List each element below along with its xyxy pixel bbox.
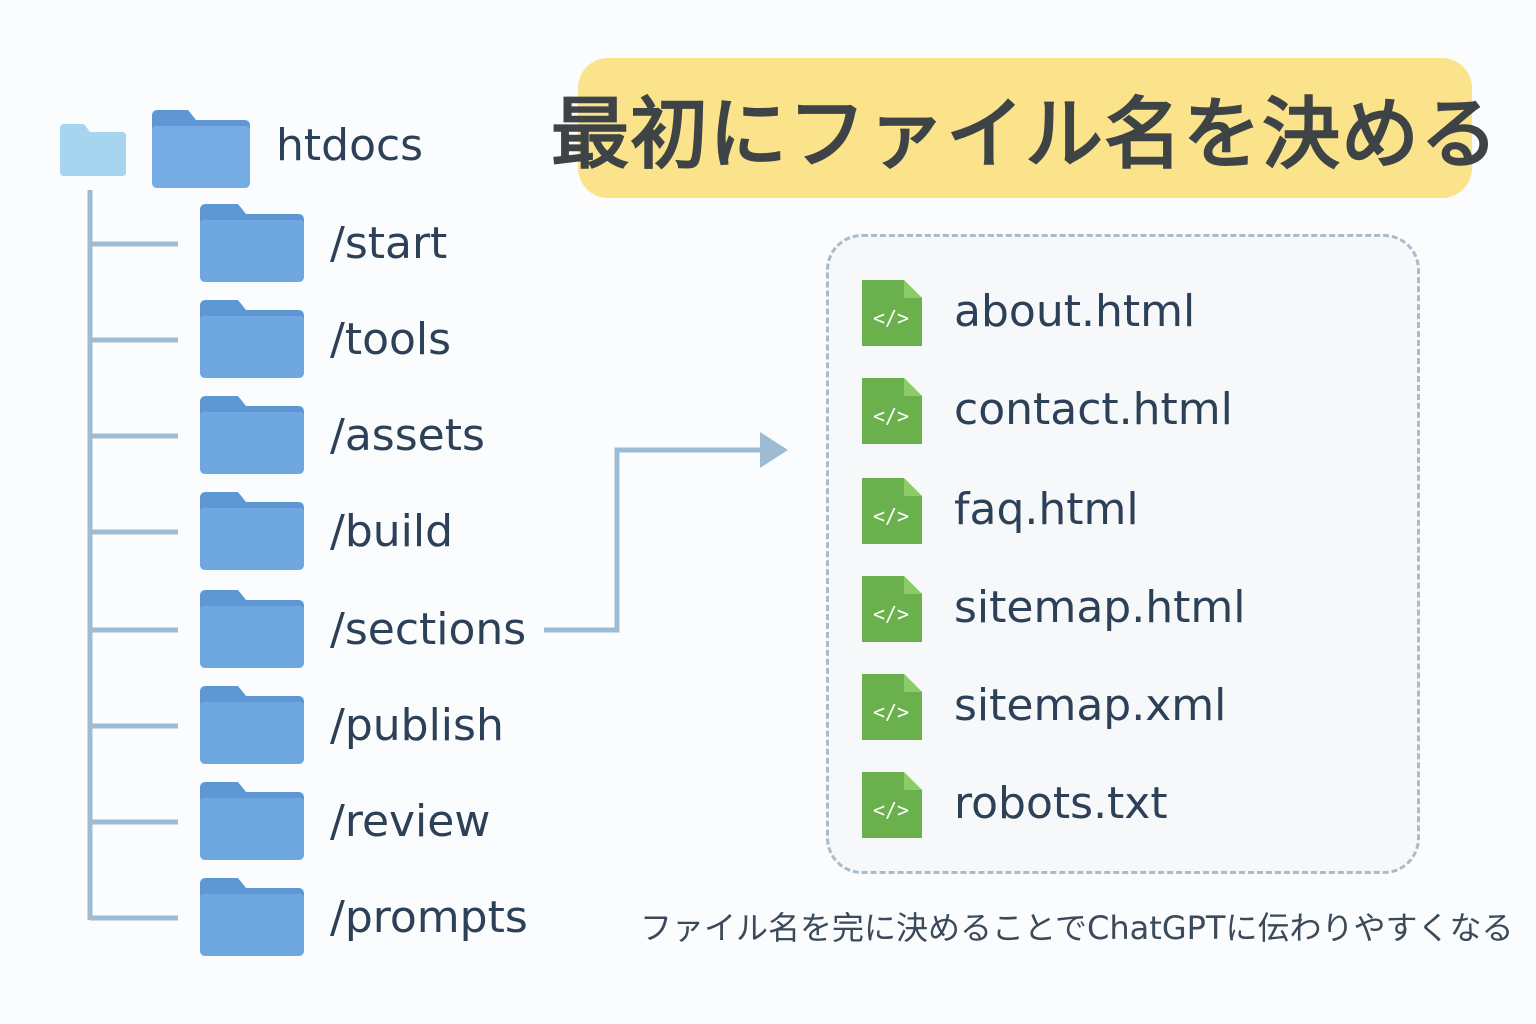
folder-label[interactable]: /tools — [330, 314, 452, 365]
folder-icon[interactable] — [200, 782, 304, 860]
file-label[interactable]: sitemap.html — [954, 582, 1246, 633]
code-file-icon: </> — [862, 378, 922, 444]
file-label[interactable]: faq.html — [954, 484, 1139, 535]
code-glyph: </> — [873, 504, 909, 528]
root-folder-label[interactable]: htdocs — [276, 120, 424, 171]
file-item[interactable]: </> sitemap.html — [862, 576, 1362, 646]
folder-icon[interactable] — [200, 878, 304, 956]
file-label[interactable]: about.html — [954, 286, 1196, 337]
code-glyph: </> — [873, 798, 909, 822]
folder-label[interactable]: /prompts — [330, 892, 528, 943]
file-item[interactable]: </> sitemap.xml — [862, 674, 1362, 744]
file-label[interactable]: sitemap.xml — [954, 680, 1227, 731]
folder-icon[interactable] — [200, 590, 304, 668]
file-item[interactable]: </> about.html — [862, 280, 1362, 350]
title-banner: 最初にファイル名を決める — [551, 58, 1498, 198]
arrow-head — [760, 432, 788, 468]
code-file-icon: </> — [862, 478, 922, 544]
code-glyph: </> — [873, 404, 909, 428]
folder-icon — [60, 124, 126, 176]
folder-icon[interactable] — [200, 686, 304, 764]
code-glyph: </> — [873, 700, 909, 724]
code-glyph: </> — [873, 306, 909, 330]
folder-label[interactable]: /start — [330, 218, 448, 269]
folder-icon[interactable] — [200, 492, 304, 570]
folder-label[interactable]: /sections — [330, 604, 527, 655]
file-item[interactable]: </> contact.html — [862, 378, 1362, 448]
file-item[interactable]: </> faq.html — [862, 478, 1362, 548]
file-label[interactable]: contact.html — [954, 384, 1233, 435]
arrow-connector-line — [544, 447, 760, 633]
code-glyph: </> — [873, 602, 909, 626]
file-item[interactable]: </> robots.txt — [862, 772, 1362, 842]
folder-label[interactable]: /review — [330, 796, 491, 847]
folder-icon[interactable] — [200, 204, 304, 282]
file-label[interactable]: robots.txt — [954, 778, 1168, 829]
file-list-panel — [826, 234, 1420, 874]
folder-icon[interactable] — [200, 396, 304, 474]
folder-label[interactable]: /assets — [330, 410, 485, 461]
root-folder-icon[interactable] — [152, 110, 250, 188]
folder-label[interactable]: /publish — [330, 700, 504, 751]
folder-label[interactable]: /build — [330, 506, 454, 557]
caption-text: ファイル名を完に決めることでChatGPTに伝わりやすくなる — [640, 909, 1514, 947]
code-file-icon: </> — [862, 674, 922, 740]
code-file-icon: </> — [862, 280, 922, 346]
code-file-icon: </> — [862, 576, 922, 642]
folder-icon[interactable] — [200, 300, 304, 378]
page-title: 最初にファイル名を決める — [551, 90, 1500, 180]
code-file-icon: </> — [862, 772, 922, 838]
